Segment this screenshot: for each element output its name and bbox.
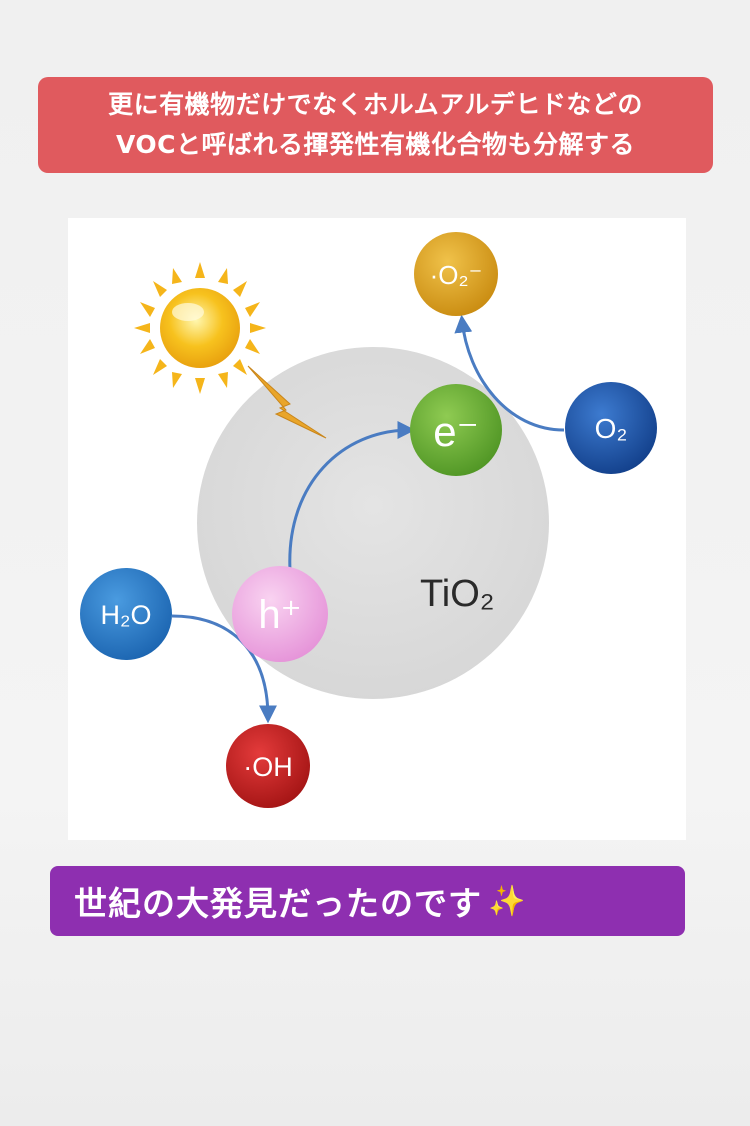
bottom-caption-banner: 世紀の大発見だったのです ✨: [50, 866, 685, 936]
bottom-caption-text: 世紀の大発見だったのです: [74, 884, 482, 923]
oxygen-molecule: O₂: [565, 382, 657, 474]
superoxide-label: ·O₂⁻: [430, 260, 483, 290]
lightning-icon: [247, 365, 327, 439]
diagram-canvas: TiO₂: [80, 232, 657, 808]
arrow-oxygen-to-superoxide: [454, 314, 565, 432]
water-label: H₂O: [101, 600, 152, 630]
electron-label: e⁻: [433, 408, 479, 455]
water-molecule: H₂O: [80, 568, 172, 660]
electron-molecule: e⁻: [410, 384, 502, 476]
top-caption-banner: 更に有機物だけでなくホルムアルデヒドなどの VOCと呼ばれる揮発性有機化合物も分…: [38, 77, 713, 173]
oxygen-label: O₂: [595, 413, 628, 444]
top-caption-line-1: 更に有機物だけでなくホルムアルデヒドなどの: [108, 90, 643, 119]
sparkle-icon: ✨: [488, 883, 527, 919]
hydroxyl-label: ·OH: [243, 752, 293, 782]
superoxide-molecule: ·O₂⁻: [414, 232, 498, 316]
hydroxyl-molecule: ·OH: [226, 724, 310, 808]
arrow-hole-to-electron: [288, 421, 416, 571]
hole-molecule: h⁺: [232, 566, 328, 662]
sun-icon: [134, 262, 266, 394]
top-caption-line-2: VOCと呼ばれる揮発性有機化合物も分解する: [115, 130, 635, 159]
tio2-label: TiO₂: [420, 573, 495, 615]
photocatalysis-diagram: TiO₂: [68, 218, 686, 840]
hole-label: h⁺: [258, 593, 301, 637]
